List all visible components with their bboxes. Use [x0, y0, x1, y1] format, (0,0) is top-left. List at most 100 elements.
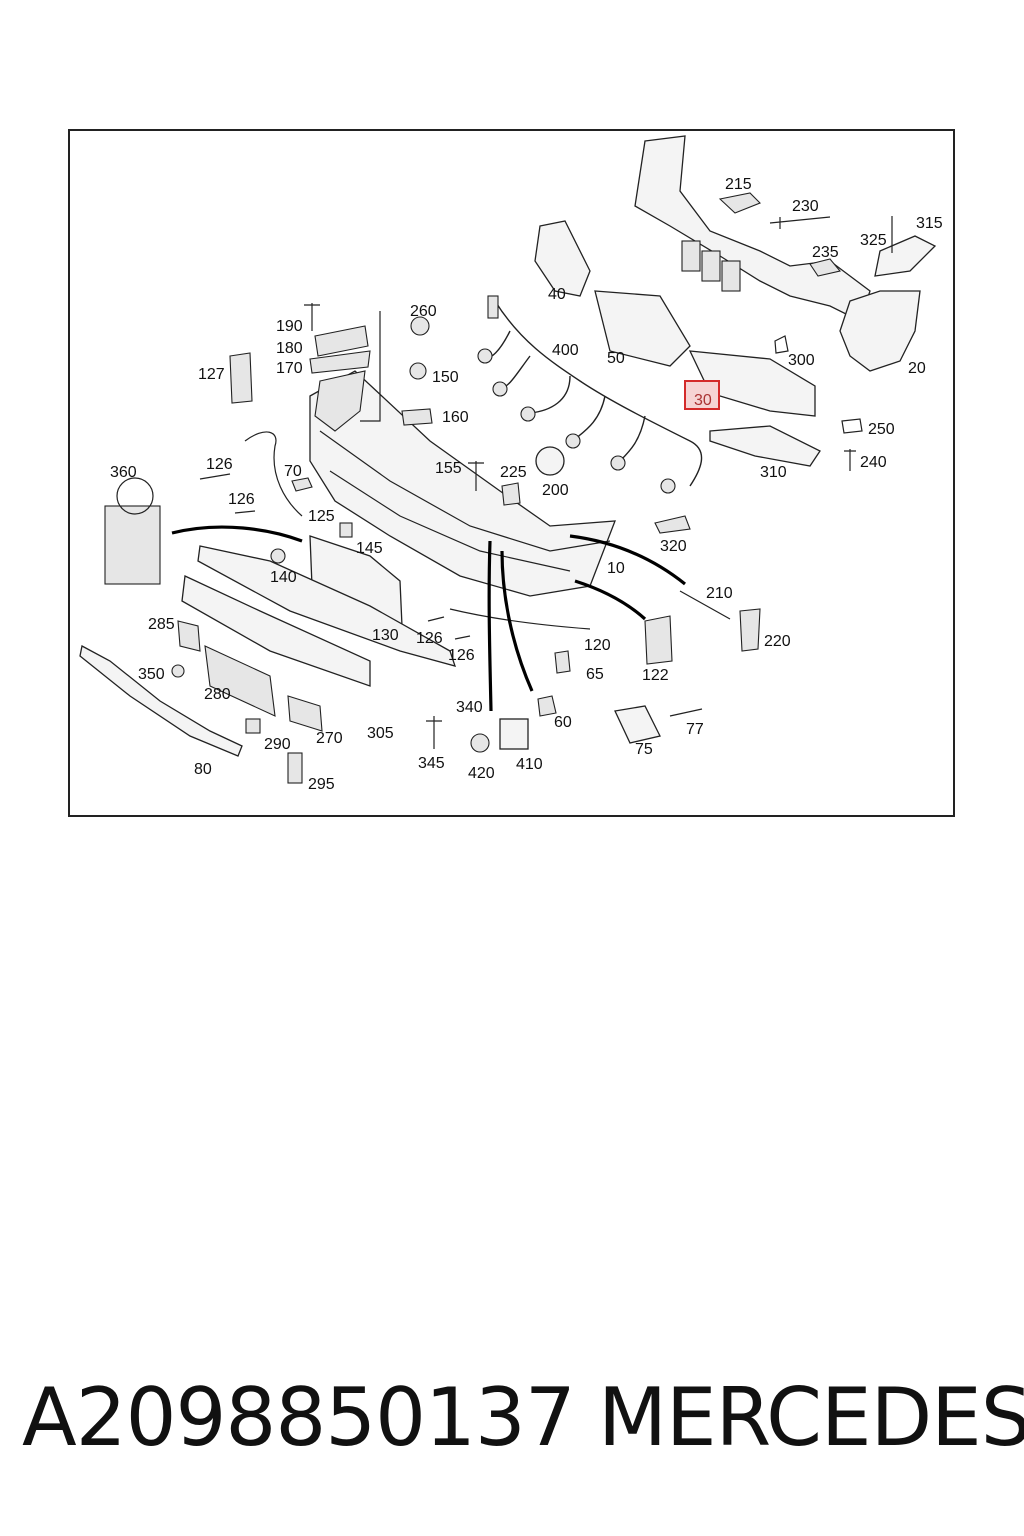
nut-part-250: [841, 418, 863, 434]
label-126-d: 126: [448, 647, 475, 664]
screw-part-240: [844, 449, 856, 471]
assembly-arrows: [171, 525, 686, 712]
label-122: 122: [642, 667, 669, 684]
bolt-part-150: [409, 362, 427, 380]
label-400: 400: [552, 342, 579, 359]
clip-part-300: [774, 335, 789, 354]
arrow-kit-to-bumper: [171, 525, 303, 543]
trim-strip-80: [79, 645, 243, 757]
carrier-window-1: [681, 240, 701, 272]
horn-part-200: [535, 446, 565, 476]
clip-part-60: [537, 695, 557, 717]
label-200: 200: [542, 482, 569, 499]
harness-branch-4: [574, 395, 606, 440]
pin-part-345: [426, 716, 442, 749]
label-75: 75: [635, 741, 653, 758]
label-65: 65: [586, 666, 604, 683]
lower-cover-305: [181, 575, 371, 687]
bumper-cover-crease-upper: [319, 430, 611, 552]
label-155: 155: [435, 460, 462, 477]
crash-box-part-215: [718, 192, 761, 214]
callout-labels: 215 230 315 325 235 40 50 300 20 30 250 …: [110, 176, 943, 793]
repair-kit-360: [104, 505, 161, 585]
arrow-pin-to-bumper: [569, 534, 686, 586]
label-285: 285: [148, 616, 175, 633]
bumper-cover-group: [229, 352, 673, 665]
label-80: 80: [194, 761, 212, 778]
label-240: 240: [860, 454, 887, 471]
parts-diagram-frame: 215 230 315 325 235 40 50 300 20 30 250 …: [68, 129, 955, 817]
harness-main: [494, 300, 703, 487]
label-126-c: 126: [416, 630, 443, 647]
trim-strip-120: [449, 608, 591, 630]
harness-branch-5: [619, 415, 646, 462]
clip-part-126-c: [427, 616, 445, 622]
sensor-plug-6: [660, 478, 676, 494]
bumper-carrier-beam: [634, 135, 871, 322]
label-235: 235: [812, 244, 839, 261]
highlight-box-part-30: [684, 380, 720, 410]
label-260: 260: [410, 303, 437, 320]
label-40: 40: [548, 286, 566, 303]
label-170: 170: [276, 360, 303, 377]
sensor-plug-2: [492, 381, 508, 397]
label-120: 120: [584, 637, 611, 654]
guide-line-170: [360, 311, 381, 422]
clip-part-320: [654, 515, 691, 534]
label-50: 50: [607, 350, 625, 367]
label-160: 160: [442, 409, 469, 426]
harness-branch-3: [529, 375, 571, 414]
label-190: 190: [276, 318, 303, 335]
bolt-part-155: [468, 461, 484, 491]
label-130: 130: [372, 627, 399, 644]
wrench-icon: [116, 477, 154, 515]
label-410: 410: [516, 756, 543, 773]
label-325: 325: [860, 232, 887, 249]
carrier-window-2: [701, 250, 721, 282]
label-420: 420: [468, 765, 495, 782]
bracket-part-40: [534, 220, 591, 297]
label-320: 320: [660, 538, 687, 555]
label-20: 20: [908, 360, 926, 377]
wiring-harness-group: [477, 295, 703, 494]
grille-280: [204, 645, 276, 717]
clip-part-125: [291, 477, 313, 492]
label-127: 127: [198, 366, 225, 383]
bumper-carrier-group: [534, 135, 937, 471]
grommet-part-420: [470, 733, 490, 753]
label-145: 145: [356, 540, 383, 557]
arrow-sensor-to-bumper-2: [500, 550, 534, 692]
label-300: 300: [788, 352, 815, 369]
arrow-bracket-to-bumper: [574, 579, 647, 621]
clip-part-295: [287, 752, 303, 784]
label-10: 10: [607, 560, 625, 577]
bracket-part-170: [309, 350, 371, 374]
label-310: 310: [760, 464, 787, 481]
label-270: 270: [316, 730, 343, 747]
nut-part-225: [501, 482, 521, 506]
right-carrier-bracket: [839, 290, 921, 372]
label-140: 140: [270, 569, 297, 586]
clip-part-126-d: [454, 635, 471, 640]
label-230: 230: [792, 198, 819, 215]
clip-part-77: [669, 708, 703, 717]
grille-270: [287, 695, 323, 732]
bracket-part-310: [709, 425, 821, 467]
clip-part-290: [245, 718, 261, 734]
sensor-plug-4: [565, 433, 581, 449]
part-number: A2098850137: [22, 1371, 576, 1464]
label-290: 290: [264, 736, 291, 753]
upper-left-parts: [304, 303, 433, 432]
label-70: 70: [284, 463, 302, 480]
lower-center-parts: [426, 461, 761, 753]
screw-part-190: [304, 303, 320, 331]
product-footer: A2098850137 MERCEDES: [0, 1370, 1024, 1470]
carrier-window-3: [721, 260, 741, 292]
label-225: 225: [500, 464, 527, 481]
label-180: 180: [276, 340, 303, 357]
brand-name: MERCEDES: [598, 1371, 1024, 1464]
grille-285: [177, 620, 201, 652]
bracket-upper-left: [314, 370, 366, 432]
bumper-cover-crease-lower: [329, 470, 571, 572]
left-side-parts: [104, 431, 403, 628]
